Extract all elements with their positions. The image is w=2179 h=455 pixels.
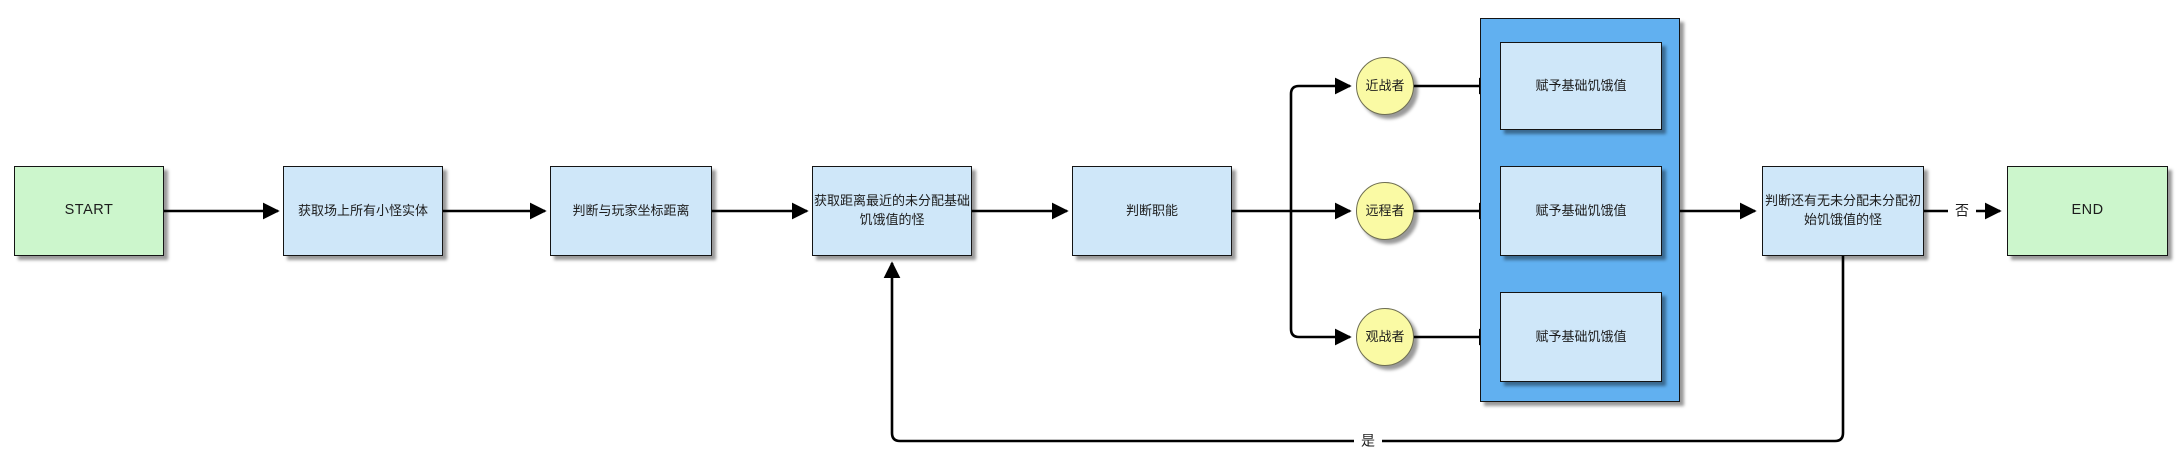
assign-label: 赋予基础饥饿值	[1535, 328, 1627, 344]
role-label: 观战者	[1365, 328, 1405, 344]
assign-hunger-box-1: 赋予基础饥饿值	[1500, 42, 1662, 130]
end-label: END	[2071, 202, 2104, 219]
assign-label: 赋予基础饥饿值	[1535, 77, 1627, 93]
role-label: 远程者	[1365, 202, 1405, 218]
step-get-all-monsters: 获取场上所有小怪实体	[283, 166, 443, 256]
role-label: 近战者	[1365, 77, 1405, 93]
edge-label-no: 否	[1948, 202, 1976, 220]
step-check-remaining: 判断还有无未分配未分配初 始饥饿值的怪	[1762, 166, 1924, 256]
step-judge-role: 判断职能	[1072, 166, 1232, 256]
end-node: END	[2007, 166, 2168, 256]
step-get-nearest-unassigned: 获取距离最近的未分配基础 饥饿值的怪	[812, 166, 972, 256]
step-label: 判断与玩家坐标距离	[572, 202, 690, 218]
assign-hunger-box-2: 赋予基础饥饿值	[1500, 166, 1662, 256]
edge-step4-to-melee	[1289, 77, 1352, 211]
role-observer: 观战者	[1356, 308, 1414, 366]
step-label: 获取场上所有小怪实体	[297, 202, 428, 218]
step-label: 判断职能	[1125, 202, 1178, 218]
step-label: 判断还有无未分配未分配初 始饥饿值的怪	[1764, 193, 1921, 227]
step-label: 获取距离最近的未分配基础 饥饿值的怪	[813, 193, 970, 227]
edge-label-yes: 是	[1354, 432, 1382, 450]
assign-hunger-box-3: 赋予基础饥饿值	[1500, 292, 1662, 382]
step-check-player-distance: 判断与玩家坐标距离	[550, 166, 712, 256]
edge-step4-to-observer	[1289, 211, 1352, 346]
role-ranged: 远程者	[1356, 182, 1414, 240]
assign-label: 赋予基础饥饿值	[1535, 202, 1627, 218]
start-node: START	[14, 166, 164, 256]
start-label: START	[64, 202, 114, 219]
role-melee: 近战者	[1356, 57, 1414, 115]
